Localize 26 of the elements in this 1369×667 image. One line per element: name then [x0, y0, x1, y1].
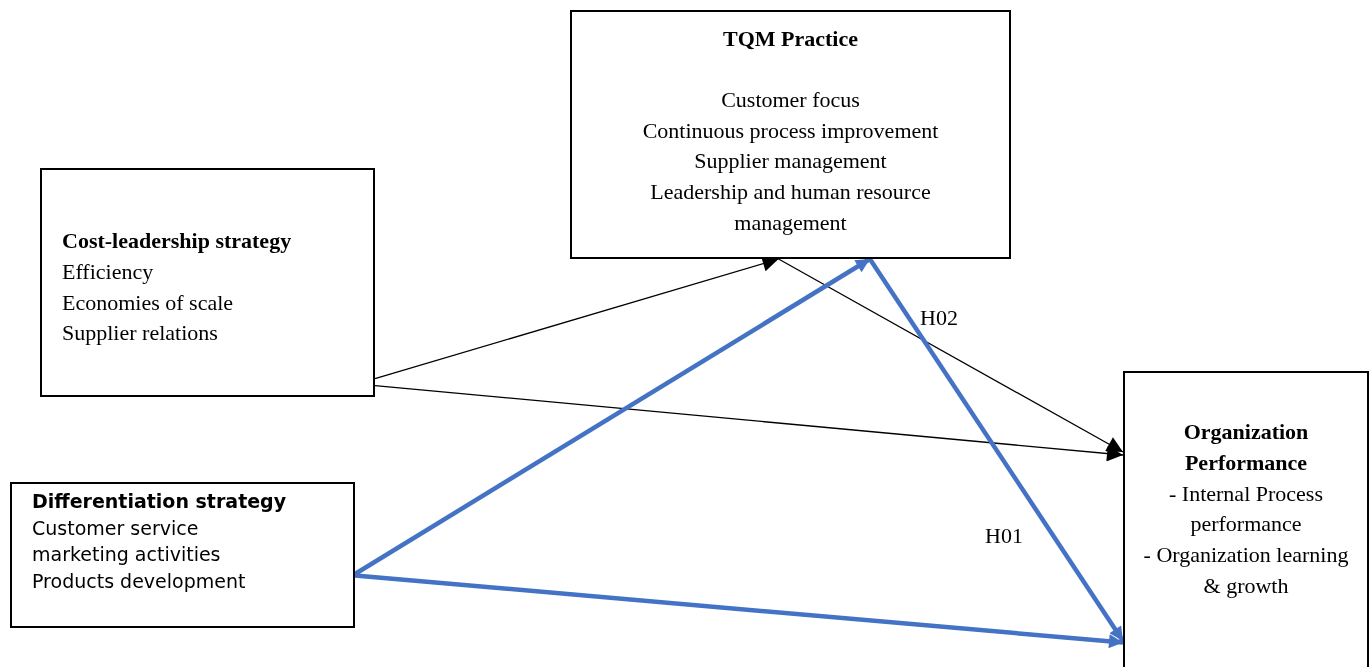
- performance-box: [1123, 371, 1369, 667]
- arrow: [354, 573, 1124, 649]
- box-heading: Organization Performance: [1182, 418, 1310, 477]
- list-item: Continuous process improvement: [641, 116, 940, 145]
- arrow: [374, 384, 1124, 462]
- box-heading: TQM Practice: [722, 25, 859, 53]
- list-item: Economies of scale: [62, 288, 235, 317]
- box-heading: Cost-leadership strategy: [62, 227, 293, 255]
- hypothesis-label: H02: [920, 305, 958, 331]
- list-item: Supplier relations: [62, 319, 219, 348]
- list-item: Efficiency: [62, 257, 155, 286]
- arrow: [777, 258, 1124, 453]
- strategy-box: [40, 168, 375, 397]
- list-item: Supplier management: [693, 147, 888, 176]
- box-heading: Differentiation strategy: [32, 489, 288, 514]
- list-item: Leadership and human resource management: [649, 178, 932, 237]
- list-item: Customer focus: [720, 85, 861, 114]
- hypothesis-label: H01: [985, 523, 1023, 549]
- list-item: Customer service: [32, 515, 200, 541]
- list-item: marketing activities: [32, 542, 222, 568]
- tqm-box: [570, 10, 1011, 259]
- list-item: - Organization learning & growth: [1143, 541, 1349, 600]
- list-item: Products development: [32, 568, 247, 594]
- list-item: - Internal Process performance: [1168, 479, 1324, 539]
- strategy-box: [10, 482, 355, 628]
- arrow: [868, 257, 1125, 643]
